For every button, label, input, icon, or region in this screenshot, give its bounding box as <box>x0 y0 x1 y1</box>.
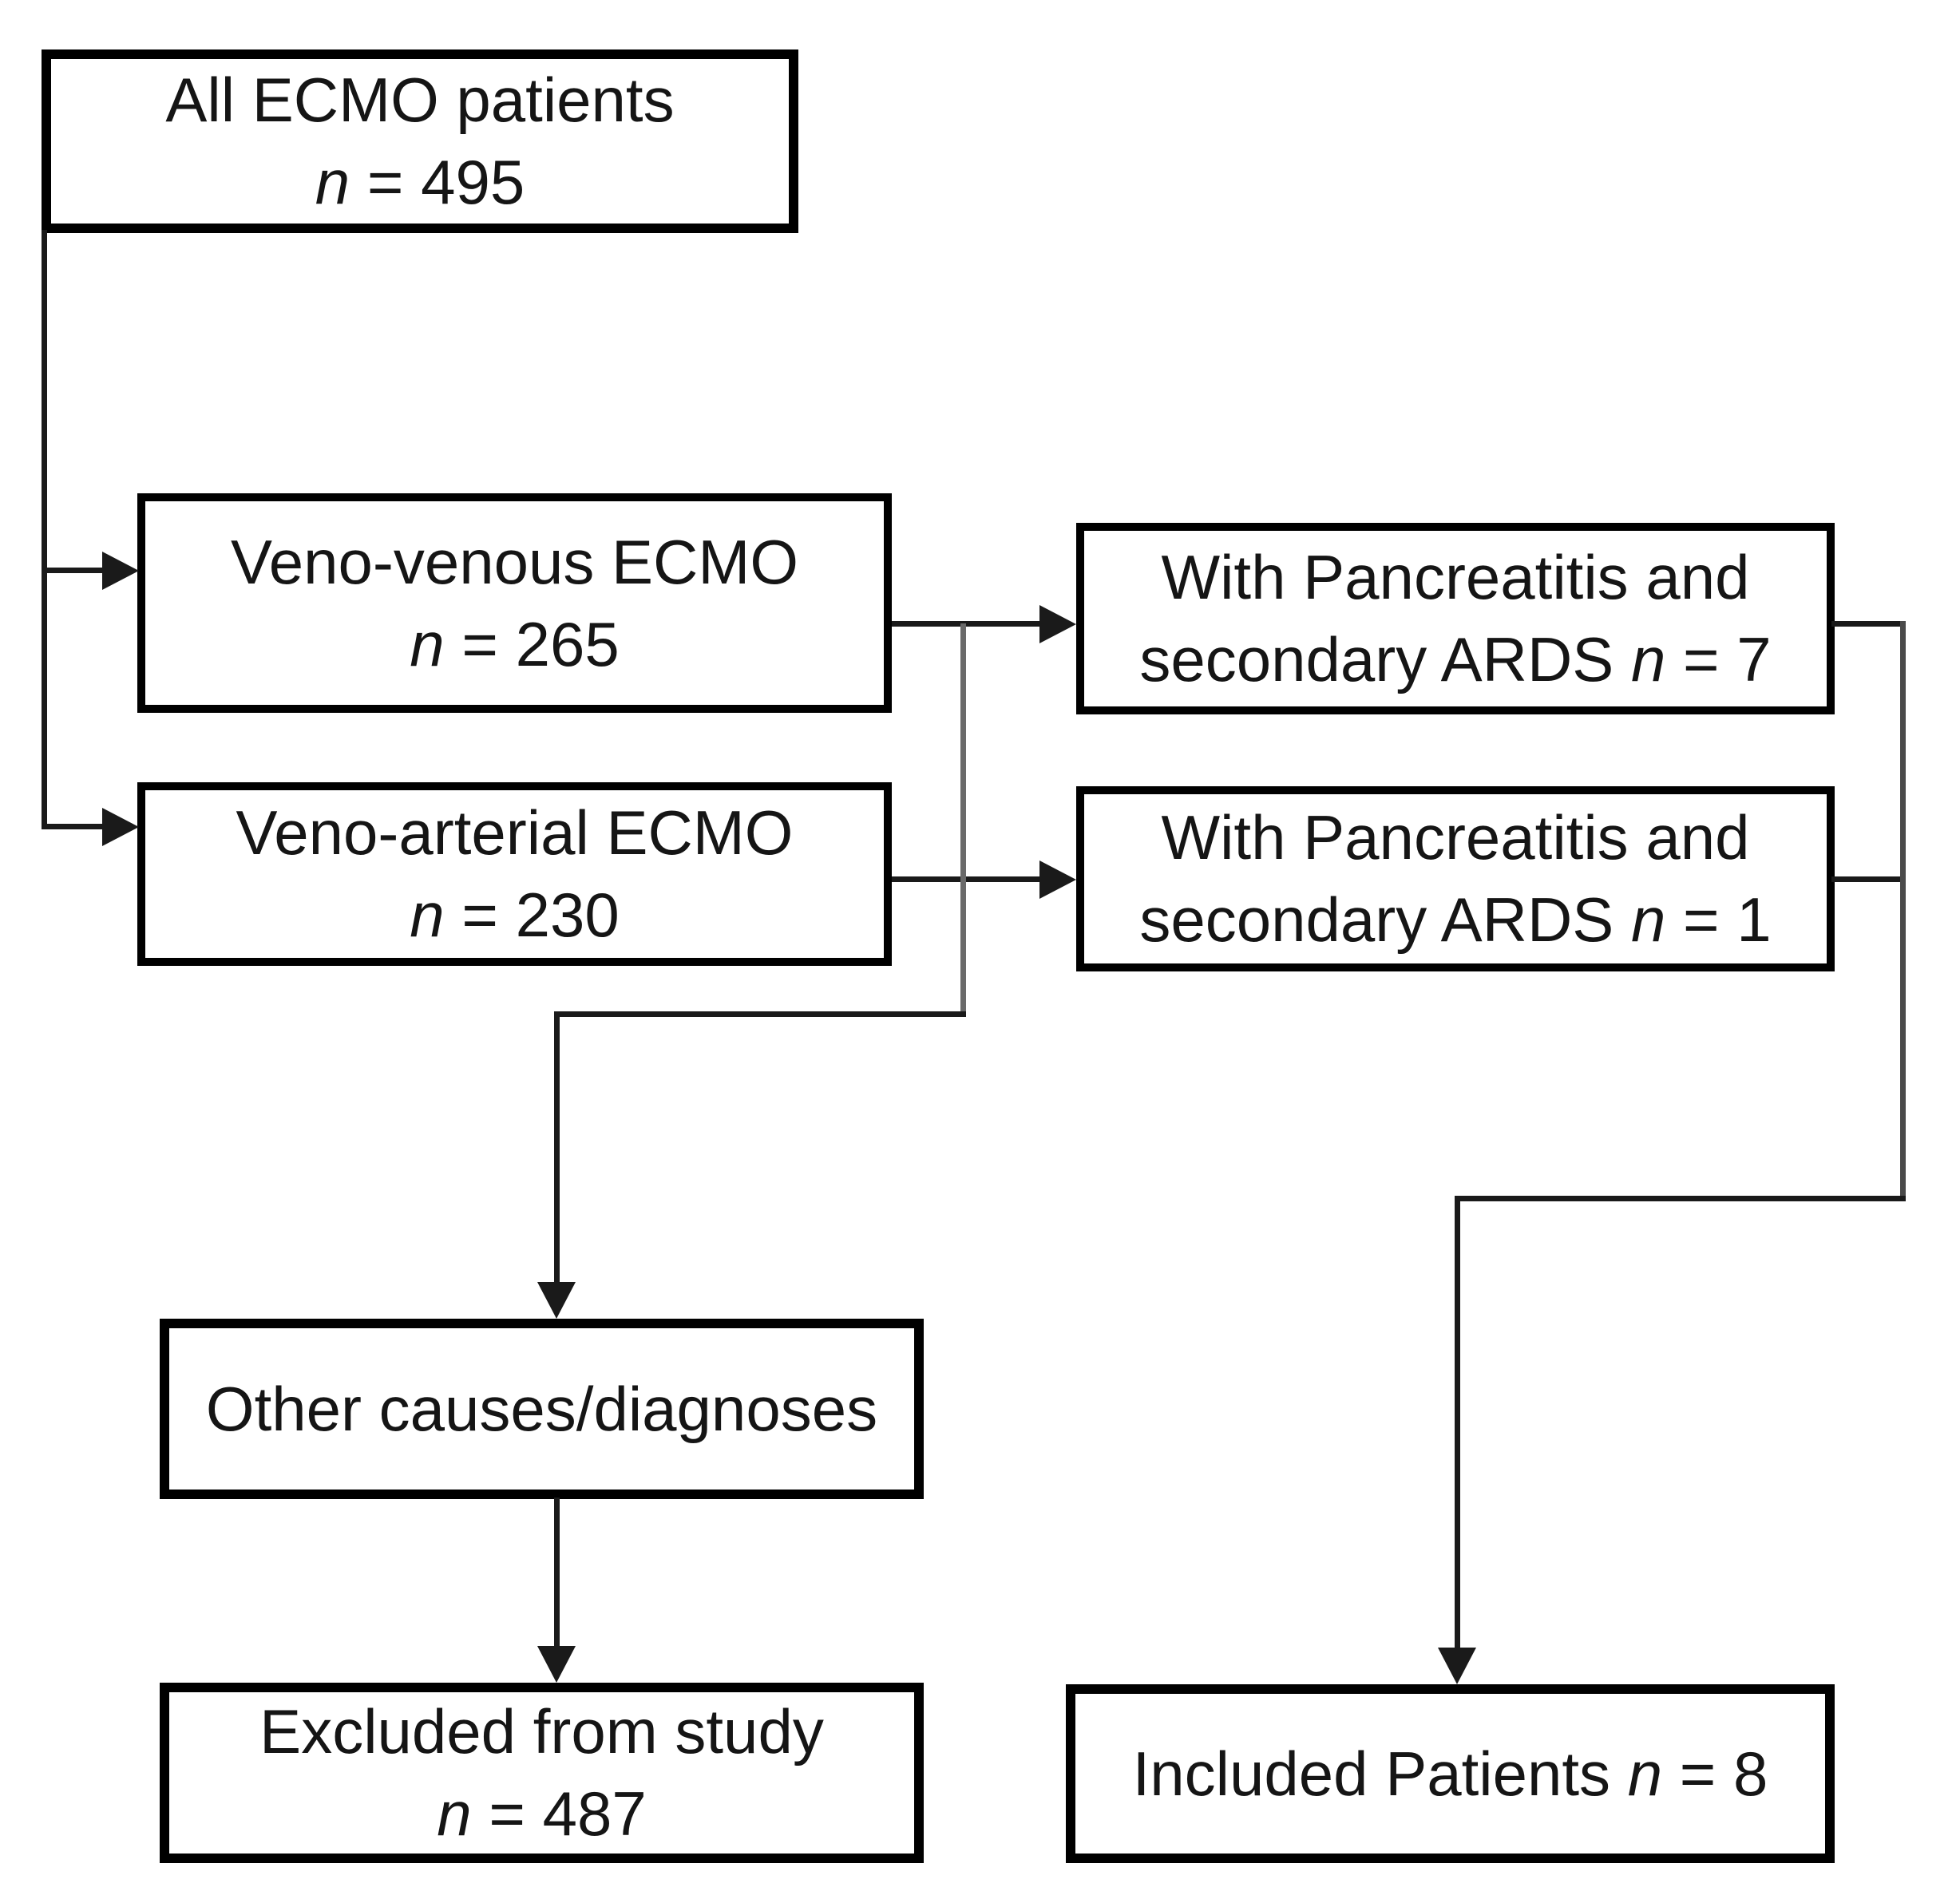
connector-down-to-other-causes <box>554 1014 560 1284</box>
box-count: secondary ARDS n = 7 <box>1139 624 1772 694</box>
arrowhead-into-excluded-icon <box>537 1646 576 1683</box>
arrowhead-into-pancreatitis7-icon <box>1039 605 1076 643</box>
arrowhead-into-other-causes-icon <box>537 1282 576 1319</box>
connector-branch-jog-right <box>1455 1196 1906 1201</box>
box-count: n = 495 <box>315 147 525 217</box>
connector-va-to-pancreatitis1 <box>892 876 1043 882</box>
box-excluded-from-study: Excluded from study n = 487 <box>160 1683 924 1863</box>
box-pancreatitis-ards-n7: With Pancreatitis and secondary ARDS n =… <box>1076 523 1835 714</box>
box-pancreatitis-ards-n1: With Pancreatitis and secondary ARDS n =… <box>1076 786 1835 971</box>
box-title: With Pancreatitis and <box>1161 542 1750 613</box>
connector-down-to-included <box>1455 1196 1460 1648</box>
connector-all-to-ecmo-types-vertical <box>42 230 47 829</box>
box-title: Veno-arterial ECMO <box>236 797 794 868</box>
connector-pancreatitis7-out <box>1831 621 1905 627</box>
arrowhead-into-included-icon <box>1438 1648 1476 1684</box>
connector-to-veno-arterial <box>42 824 104 829</box>
box-other-causes: Other causes/diagnoses <box>160 1319 924 1499</box>
arrowhead-into-pancreatitis1-icon <box>1039 860 1076 899</box>
box-title: Veno-venous ECMO <box>230 526 799 597</box>
connector-branch-rail-left <box>960 623 966 1016</box>
connector-pancreatitis1-out <box>1831 876 1905 882</box>
box-veno-venous-ecmo: Veno-venous ECMO n = 265 <box>137 493 892 713</box>
connector-branch-rail-right <box>1900 621 1906 1201</box>
arrowhead-into-veno-venous-icon <box>102 552 139 590</box>
box-title: All ECMO patients <box>165 65 675 136</box>
connector-other-to-excluded <box>554 1497 560 1648</box>
arrowhead-into-veno-arterial-icon <box>102 808 139 846</box>
box-count: n = 265 <box>410 608 620 679</box>
box-count: n = 487 <box>437 1778 647 1849</box>
box-title: Excluded from study <box>259 1696 824 1767</box>
box-count: n = 230 <box>410 880 620 950</box>
box-all-ecmo-patients: All ECMO patients n = 495 <box>42 49 798 233</box>
connector-vv-to-pancreatitis7 <box>892 621 1043 627</box>
box-veno-arterial-ecmo: Veno-arterial ECMO n = 230 <box>137 782 892 966</box>
box-title: With Pancreatitis and <box>1161 802 1750 873</box>
box-title: Other causes/diagnoses <box>205 1373 878 1444</box>
connector-branch-jog-left <box>554 1011 966 1017</box>
box-count: secondary ARDS n = 1 <box>1139 884 1772 955</box>
connector-to-veno-venous <box>42 568 104 573</box>
box-included-patients: Included Patients n = 8 <box>1066 1684 1835 1863</box>
box-title: Included Patients n = 8 <box>1132 1738 1768 1809</box>
